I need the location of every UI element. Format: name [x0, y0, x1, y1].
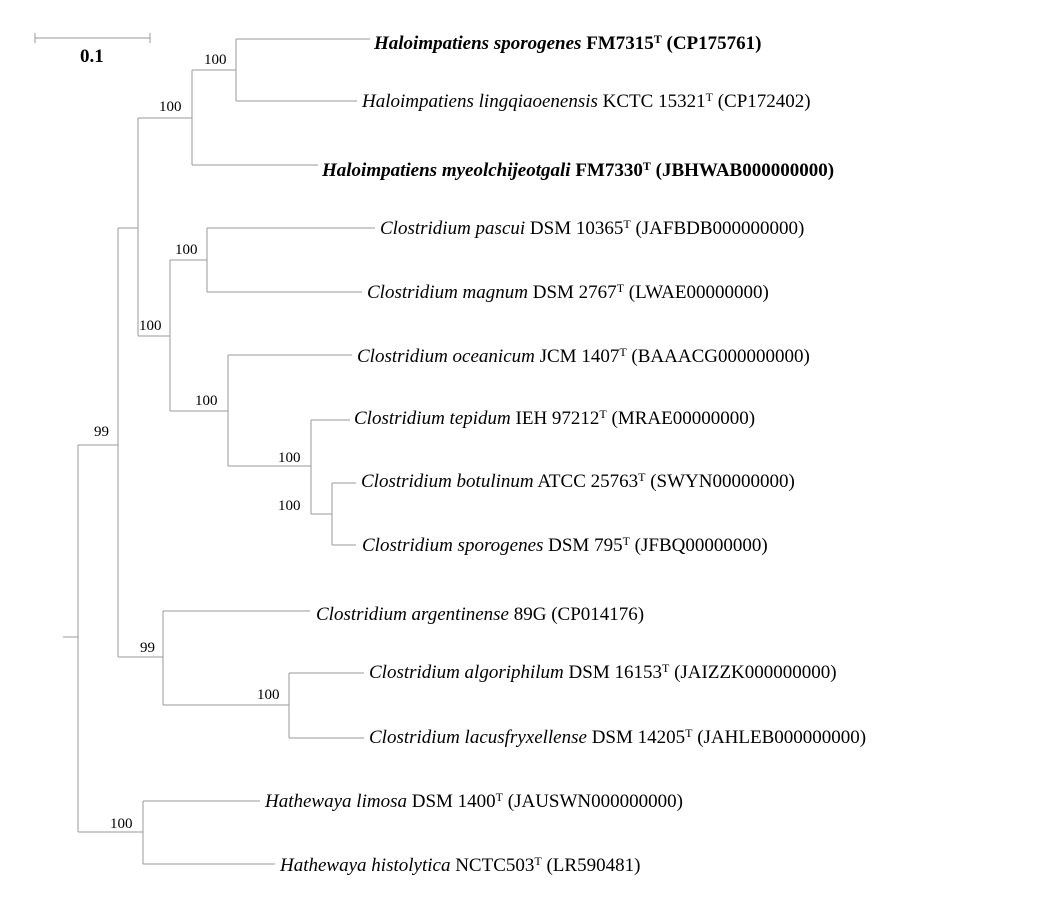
type-strain-mark: T: [685, 726, 693, 740]
type-strain-mark: T: [616, 281, 625, 295]
accession: (JAHLEB000000000): [697, 727, 867, 748]
leaf-label-clostridium-argentinense: Clostridium argentinense 89G (CP014176): [316, 604, 644, 626]
bootstrap-tepidum-clade: 100: [278, 450, 301, 466]
leaf-label-clostridium-magnum: Clostridium magnum DSM 2767T (LWAE000000…: [367, 282, 769, 304]
bootstrap-argentinense-clade: 99: [140, 640, 155, 656]
accession: (JAIZZK000000000): [674, 662, 837, 683]
leaf-label-clostridium-botulinum: Clostridium botulinum ATCC 25763T (SWYN0…: [361, 471, 795, 493]
taxon-name: Clostridium pascui: [380, 218, 526, 239]
type-strain-mark: T: [653, 32, 662, 46]
leaf-label-haloimpatiens-lingqiaoenensis: Haloimpatiens lingqiaoenensis KCTC 15321…: [362, 91, 811, 113]
taxon-name: Haloimpatiens lingqiaoenensis: [362, 91, 598, 112]
taxon-name: Haloimpatiens myeolchijeotgali: [322, 160, 571, 181]
leaf-label-clostridium-oceanicum: Clostridium oceanicum JCM 1407T (BAAACG0…: [357, 346, 810, 368]
strain-id: DSM 16153: [568, 662, 662, 683]
accession: (CP014176): [551, 604, 645, 625]
type-strain-mark: T: [534, 854, 542, 868]
leaf-label-hathewaya-limosa: Hathewaya limosa DSM 1400T (JAUSWN000000…: [265, 791, 683, 813]
accession: (CP172402): [717, 91, 811, 112]
bootstrap-root-clade: 99: [94, 424, 109, 440]
accession: (BAAACG000000000): [631, 346, 810, 367]
bootstrap-oceanicum-clade: 100: [195, 393, 218, 409]
strain-id: ATCC 25763: [537, 471, 639, 492]
taxon-name: Clostridium magnum: [367, 282, 528, 303]
taxon-name: Clostridium sporogenes: [362, 535, 544, 556]
taxon-name: Clostridium oceanicum: [357, 346, 535, 367]
taxon-name: Clostridium botulinum: [361, 471, 534, 492]
accession: (LR590481): [546, 855, 641, 876]
type-strain-mark: T: [622, 534, 630, 548]
strain-id: IEH 97212: [515, 408, 600, 429]
strain-id: NCTC503: [455, 855, 535, 876]
type-strain-mark: T: [619, 345, 627, 359]
strain-id: 89G: [513, 604, 547, 625]
taxon-name: Clostridium argentinense: [316, 604, 509, 625]
leaf-label-clostridium-lacusfryxellense: Clostridium lacusfryxellense DSM 14205T …: [369, 727, 866, 749]
leaf-label-haloimpatiens-sporogenes: Haloimpatiens sporogenes FM7315T (CP1757…: [374, 33, 761, 55]
taxon-name: Clostridium tepidum: [354, 408, 511, 429]
accession: (JFBQ00000000): [634, 535, 768, 556]
strain-id: DSM 10365: [529, 218, 624, 239]
strain-id: DSM 795: [548, 535, 623, 556]
type-strain-mark: T: [661, 661, 670, 675]
bootstrap-botulinum-sporogenes: 100: [278, 498, 301, 514]
accession: (JAUSWN000000000): [507, 791, 683, 812]
strain-id: FM7315: [586, 33, 654, 54]
strain-id: JCM 1407: [539, 346, 620, 367]
strain-id: DSM 2767: [532, 282, 617, 303]
bootstrap-pascui-magnum: 100: [175, 242, 198, 258]
accession: (CP175761): [666, 33, 762, 54]
type-strain-mark: T: [623, 217, 631, 231]
bootstrap-hathewaya: 100: [110, 816, 133, 832]
taxon-name: Hathewaya limosa: [265, 791, 407, 812]
strain-id: DSM 14205: [591, 727, 686, 748]
type-strain-mark: T: [642, 159, 651, 173]
taxon-name: Clostridium lacusfryxellense: [369, 727, 587, 748]
leaf-label-haloimpatiens-myeolchijeotgali: Haloimpatiens myeolchijeotgali FM7330T (…: [322, 160, 834, 182]
bootstrap-halo-sub: 100: [204, 52, 227, 68]
bootstrap-halo-all: 100: [159, 99, 182, 115]
accession: (SWYN00000000): [650, 471, 795, 492]
taxon-name: Clostridium algoriphilum: [369, 662, 564, 683]
leaf-label-clostridium-tepidum: Clostridium tepidum IEH 97212T (MRAE0000…: [354, 408, 755, 430]
accession: (LWAE00000000): [628, 282, 769, 303]
leaf-label-clostridium-pascui: Clostridium pascui DSM 10365T (JAFBDB000…: [380, 218, 804, 240]
bootstrap-clostridium-main: 100: [139, 318, 162, 334]
accession: (JAFBDB000000000): [635, 218, 805, 239]
type-strain-mark: T: [599, 407, 607, 421]
type-strain-mark: T: [638, 470, 646, 484]
leaf-label-hathewaya-histolytica: Hathewaya histolytica NCTC503T (LR590481…: [280, 855, 640, 877]
strain-id: KCTC 15321: [602, 91, 706, 112]
accession: (JBHWAB000000000): [655, 160, 835, 181]
accession: (MRAE00000000): [611, 408, 756, 429]
taxon-name: Hathewaya histolytica: [280, 855, 451, 876]
bootstrap-algoriphilum-lacus: 100: [257, 687, 280, 703]
strain-id: FM7330: [575, 160, 643, 181]
taxon-name: Haloimpatiens sporogenes: [374, 33, 582, 54]
leaf-label-clostridium-algoriphilum: Clostridium algoriphilum DSM 16153T (JAI…: [369, 662, 837, 684]
leaf-label-clostridium-sporogenes: Clostridium sporogenes DSM 795T (JFBQ000…: [362, 535, 768, 557]
strain-id: DSM 1400: [411, 791, 496, 812]
type-strain-mark: T: [495, 790, 503, 804]
scale-bar-label: 0.1: [80, 46, 104, 67]
type-strain-mark: T: [705, 90, 713, 104]
